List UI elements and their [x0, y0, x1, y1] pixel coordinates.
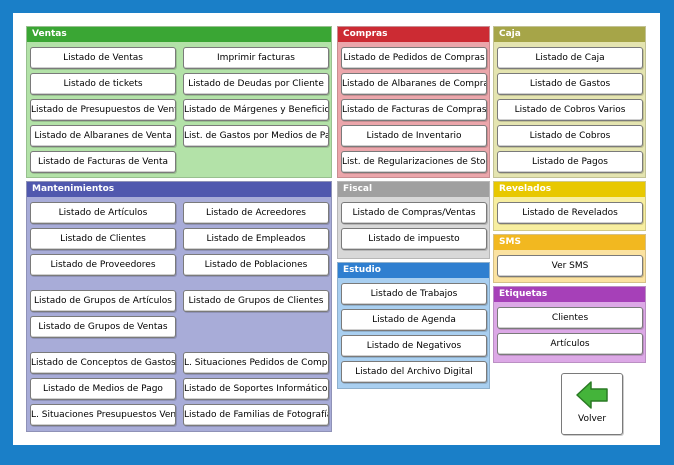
fiscal-header: Fiscal	[338, 182, 489, 197]
listado-revelados-button[interactable]: Listado de Revelados	[497, 202, 643, 224]
estudio-header: Estudio	[338, 263, 489, 278]
listado-poblaciones-button[interactable]: Listado de Poblaciones	[183, 254, 329, 276]
etiquetas-articulos-button[interactable]: Artículos	[497, 333, 643, 355]
listado-familias-fotografia-button[interactable]: Listado de Familias de Fotografía	[183, 404, 329, 426]
sms-header: SMS	[494, 235, 645, 250]
listado-soportes-informaticos-button[interactable]: Listado de Soportes Informáticos	[183, 378, 329, 400]
ver-sms-button[interactable]: Ver SMS	[497, 255, 643, 277]
listado-gastos-button[interactable]: Listado de Gastos	[497, 73, 643, 95]
caja-panel: Caja Listado de Caja Listado de Gastos L…	[493, 26, 646, 178]
listado-margenes-beneficios-button[interactable]: Listado de Márgenes y Beneficios	[183, 99, 329, 121]
listado-compras-ventas-button[interactable]: Listado de Compras/Ventas	[341, 202, 487, 224]
l-situaciones-pedidos-compra-button[interactable]: L. Situaciones Pedidos de Compra	[183, 352, 329, 374]
imprimir-facturas-button[interactable]: Imprimir facturas	[183, 47, 329, 69]
list-gastos-medios-pago-button[interactable]: List. de Gastos por Medios de Pago	[183, 125, 329, 147]
etiquetas-header: Etiquetas	[494, 287, 645, 302]
fiscal-panel: Fiscal Listado de Compras/Ventas Listado…	[337, 181, 490, 259]
listado-cobros-button[interactable]: Listado de Cobros	[497, 125, 643, 147]
main-area: Ventas Listado de Ventas Imprimir factur…	[13, 13, 660, 445]
revelados-header: Revelados	[494, 182, 645, 197]
etiquetas-clientes-button[interactable]: Clientes	[497, 307, 643, 329]
mantenimientos-header: Mantenimientos	[27, 182, 331, 197]
volver-label: Volver	[577, 414, 607, 424]
listado-negativos-button[interactable]: Listado de Negativos	[341, 335, 487, 357]
listado-proveedores-button[interactable]: Listado de Proveedores	[30, 254, 176, 276]
listado-pedidos-compras-button[interactable]: Listado de Pedidos de Compras	[341, 47, 487, 69]
listado-inventario-button[interactable]: Listado de Inventario	[341, 125, 487, 147]
listado-tickets-button[interactable]: Listado de tickets	[30, 73, 176, 95]
estudio-panel: Estudio Listado de Trabajos Listado de A…	[337, 262, 490, 389]
mantenimientos-panel: Mantenimientos Listado de Artículos List…	[26, 181, 332, 432]
listado-facturas-venta-button[interactable]: Listado de Facturas de Venta	[30, 151, 176, 173]
listado-albaranes-compras-button[interactable]: Listado de Albaranes de Compras	[341, 73, 487, 95]
listado-impuesto-button[interactable]: Listado de impuesto	[341, 228, 487, 250]
listado-archivo-digital-button[interactable]: Listado del Archivo Digital	[341, 361, 487, 383]
listado-albaranes-venta-button[interactable]: Listado de Albaranes de Venta	[30, 125, 176, 147]
left-arrow-icon	[576, 381, 608, 409]
listado-grupos-ventas-button[interactable]: Listado de Grupos de Ventas	[30, 316, 176, 338]
listado-articulos-button[interactable]: Listado de Artículos	[30, 202, 176, 224]
revelados-panel: Revelados Listado de Revelados	[493, 181, 646, 231]
listado-presupuestos-venta-button[interactable]: Listado de Presupuestos de Venta	[30, 99, 176, 121]
ventas-header: Ventas	[27, 27, 331, 42]
ventas-panel: Ventas Listado de Ventas Imprimir factur…	[26, 26, 332, 178]
listado-medios-pago-button[interactable]: Listado de Medios de Pago	[30, 378, 176, 400]
compras-panel: Compras Listado de Pedidos de Compras Li…	[337, 26, 490, 178]
caja-header: Caja	[494, 27, 645, 42]
listado-caja-button[interactable]: Listado de Caja	[497, 47, 643, 69]
listado-grupos-clientes-button[interactable]: Listado de Grupos de Clientes	[183, 290, 329, 312]
listado-pagos-button[interactable]: Listado de Pagos	[497, 151, 643, 173]
listado-agenda-button[interactable]: Listado de Agenda	[341, 309, 487, 331]
list-regularizaciones-stock-button[interactable]: List. de Regularizaciones de Stock	[341, 151, 487, 173]
l-situaciones-presupuestos-venta-button[interactable]: L. Situaciones Presupuestos Venta	[30, 404, 176, 426]
listado-clientes-button[interactable]: Listado de Clientes	[30, 228, 176, 250]
listado-ventas-button[interactable]: Listado de Ventas	[30, 47, 176, 69]
listado-conceptos-gastos-button[interactable]: Listado de Conceptos de Gastos	[30, 352, 176, 374]
listado-facturas-compras-button[interactable]: Listado de Facturas de Compras	[341, 99, 487, 121]
etiquetas-panel: Etiquetas Clientes Artículos	[493, 286, 646, 363]
volver-button[interactable]: Volver	[561, 373, 623, 435]
sms-panel: SMS Ver SMS	[493, 234, 646, 283]
listado-deudas-cliente-button[interactable]: Listado de Deudas por Cliente	[183, 73, 329, 95]
listado-empleados-button[interactable]: Listado de Empleados	[183, 228, 329, 250]
listado-trabajos-button[interactable]: Listado de Trabajos	[341, 283, 487, 305]
listado-acreedores-button[interactable]: Listado de Acreedores	[183, 202, 329, 224]
listado-grupos-articulos-button[interactable]: Listado de Grupos de Artículos	[30, 290, 176, 312]
compras-header: Compras	[338, 27, 489, 42]
listado-cobros-varios-button[interactable]: Listado de Cobros Varios	[497, 99, 643, 121]
